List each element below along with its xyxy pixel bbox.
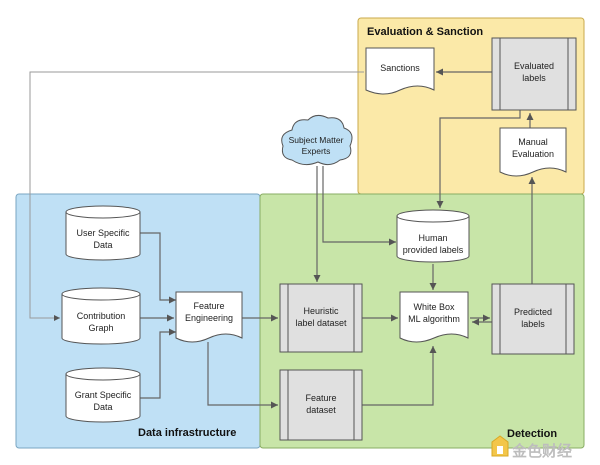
white-box-line1: White Box (413, 302, 455, 312)
user-specific-data-line2: Data (93, 240, 112, 250)
watermark-text: 金色财经 (511, 442, 572, 460)
contribution-graph-line1: Contribution (77, 311, 126, 321)
edge-sme-to-human-labels (322, 166, 396, 246)
sanctions-node: Sanctions (365, 47, 435, 95)
grant-specific-data-line2: Data (93, 402, 112, 412)
feature-dataset-line2: dataset (306, 405, 336, 415)
feature-engineering-line2: Engineering (185, 313, 233, 323)
manual-evaluation-line1: Manual (518, 137, 548, 147)
watermark: 金色财经 (491, 435, 572, 460)
heuristic-line1: Heuristic (303, 306, 339, 316)
grant-specific-data-line1: Grant Specific (75, 390, 132, 400)
user-specific-data-line1: User Specific (76, 228, 130, 238)
edge-user-data-to-feature-eng (140, 232, 176, 304)
contribution-graph-line2: Graph (88, 323, 113, 333)
feature-dataset-line1: Feature (305, 393, 336, 403)
edge-feature-eng-to-feature-dataset (207, 342, 278, 409)
human-labels-line1: Human (418, 233, 447, 243)
feature-engineering-node: Feature Engineering (175, 291, 243, 343)
region-title-evaluation: Evaluation & Sanction (367, 26, 483, 38)
contribution-graph-node: Contribution Graph (61, 287, 141, 345)
region-title-detection: Detection (507, 428, 557, 440)
sanctions-label: Sanctions (380, 63, 420, 73)
watermark-logo-icon (491, 435, 509, 457)
region-title-data-infrastructure: Data infrastructure (138, 427, 236, 439)
white-box-ml-node: White Box ML algorithm (399, 291, 469, 343)
edge-sanctions-to-contribution-graph (29, 71, 364, 321)
predicted-labels-line1: Predicted (514, 307, 552, 317)
cloud-icon (281, 114, 353, 166)
evaluated-labels-node: Evaluated labels (491, 37, 577, 111)
manual-evaluation-node: Manual Evaluation (499, 127, 567, 177)
white-box-line2: ML algorithm (408, 314, 460, 324)
subject-matter-experts-node: Subject Matter Experts (281, 114, 353, 166)
feature-engineering-line1: Feature (193, 301, 224, 311)
evaluated-labels-line2: labels (522, 73, 546, 83)
sme-line2: Experts (302, 146, 331, 156)
human-provided-labels-node: Human provided labels (396, 209, 470, 263)
edge-evaluated-to-human-labels (436, 110, 521, 208)
human-labels-line2: provided labels (403, 245, 464, 255)
user-specific-data-node: User Specific Data (65, 205, 141, 261)
grant-specific-data-node: Grant Specific Data (65, 367, 141, 423)
evaluated-labels-line1: Evaluated (514, 61, 554, 71)
manual-evaluation-line2: Evaluation (512, 149, 554, 159)
edge-feature-dataset-to-whitebox (362, 346, 437, 406)
feature-dataset-node: Feature dataset (279, 369, 363, 441)
heuristic-label-dataset-node: Heuristic label dataset (279, 283, 363, 353)
sme-line1: Subject Matter (289, 135, 344, 145)
heuristic-line2: label dataset (295, 318, 347, 328)
predicted-labels-node: Predicted labels (491, 283, 575, 355)
edge-grant-data-to-feature-eng (140, 328, 176, 399)
predicted-labels-line2: labels (521, 319, 545, 329)
